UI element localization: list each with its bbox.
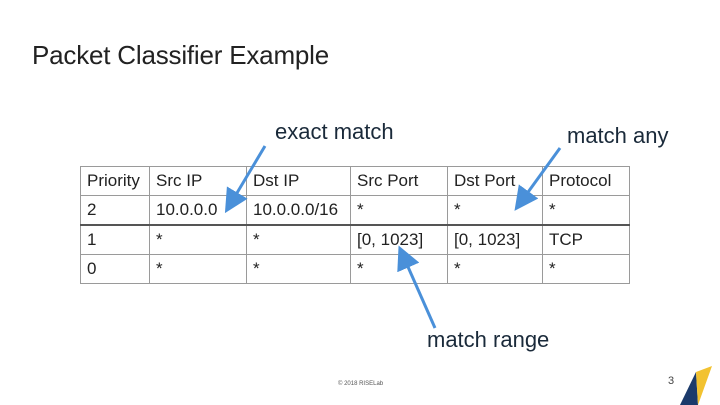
annotation-exact-match: exact match (275, 119, 394, 144)
cell-protocol: * (542, 195, 630, 226)
cell-src-port: [0, 1023] (350, 224, 448, 255)
header-dst-ip: Dst IP (246, 166, 351, 196)
cell-protocol: * (542, 254, 630, 284)
cell-priority: 1 (80, 224, 150, 255)
header-src-port: Src Port (350, 166, 448, 196)
cell-dst-ip: * (246, 224, 351, 255)
header-dst-port: Dst Port (447, 166, 543, 196)
slide-title: Packet Classifier Example (32, 40, 329, 70)
cell-dst-port: [0, 1023] (447, 224, 543, 255)
cell-src-ip: 10.0.0.0 (149, 195, 247, 226)
annotation-match-any: match any (567, 123, 669, 148)
table-row: 0 * * * * * (80, 254, 630, 284)
footer-copyright: © 2018 RISELab (338, 381, 384, 387)
cell-src-ip: * (149, 254, 247, 284)
header-priority: Priority (80, 166, 150, 196)
cell-src-port: * (350, 195, 448, 226)
packet-classifier-table: Priority Src IP Dst IP Src Port Dst Port… (80, 166, 630, 284)
cell-dst-ip: * (246, 254, 351, 284)
cell-priority: 0 (80, 254, 150, 284)
cell-src-port: * (350, 254, 448, 284)
table-header-row: Priority Src IP Dst IP Src Port Dst Port… (80, 166, 630, 196)
table-row: 1 * * [0, 1023] [0, 1023] TCP (80, 224, 630, 255)
header-src-ip: Src IP (149, 166, 247, 196)
header-protocol: Protocol (542, 166, 630, 196)
annotation-match-range: match range (427, 327, 550, 352)
cell-src-ip: * (149, 224, 247, 255)
riselab-logo-icon (680, 366, 712, 405)
cell-priority: 2 (80, 195, 150, 226)
cell-dst-ip: 10.0.0.0/16 (246, 195, 351, 226)
cell-protocol: TCP (542, 224, 630, 255)
page-number: 3 (668, 375, 675, 387)
table-row: 2 10.0.0.0 10.0.0.0/16 * * * (80, 195, 630, 226)
cell-dst-port: * (447, 254, 543, 284)
cell-dst-port: * (447, 195, 543, 226)
